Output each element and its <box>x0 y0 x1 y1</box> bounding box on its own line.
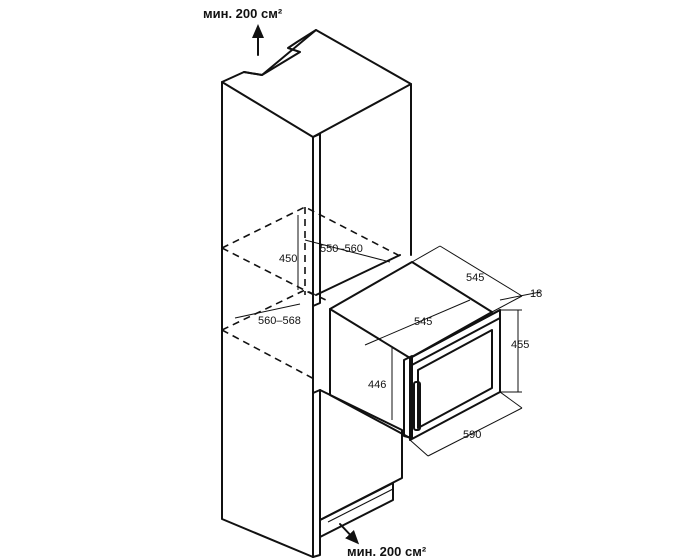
oven-left-face <box>329 308 411 439</box>
cabinet-top-face <box>221 29 412 138</box>
oven-window <box>417 329 493 429</box>
dim-oven-depth-top: 545 <box>466 272 484 284</box>
vent-notch <box>243 29 317 76</box>
oven-unit <box>329 261 501 441</box>
bottom-vent <box>319 482 394 538</box>
dim-niche-width: 560–568 <box>258 315 301 327</box>
vent-note-top: мин. 200 см² <box>203 6 283 21</box>
dim-niche-height: 450 <box>279 253 297 265</box>
dimension-lines <box>234 215 541 457</box>
dim-oven-depth-inner: 545 <box>414 316 432 328</box>
arrow-down-right-icon <box>339 523 360 545</box>
cabinet-left-side <box>221 81 314 558</box>
dim-body-height: 446 <box>368 379 386 391</box>
dim-front-height: 455 <box>511 339 529 351</box>
dim-niche-depth: 550–560 <box>320 243 363 255</box>
niche-top-edge <box>315 254 401 296</box>
dim-front-width: 590 <box>463 429 481 441</box>
dim-front-panel-thickness: 18 <box>530 288 542 300</box>
tall-cabinet <box>221 29 412 558</box>
niche-outline <box>221 206 401 381</box>
oven-front-frame <box>409 309 501 441</box>
lower-cabinet-front <box>312 389 403 558</box>
vent-note-bottom: мин. 200 см² <box>347 544 427 559</box>
oven-control-strip <box>409 309 501 367</box>
upper-door <box>312 133 321 307</box>
oven-handle <box>413 381 421 431</box>
